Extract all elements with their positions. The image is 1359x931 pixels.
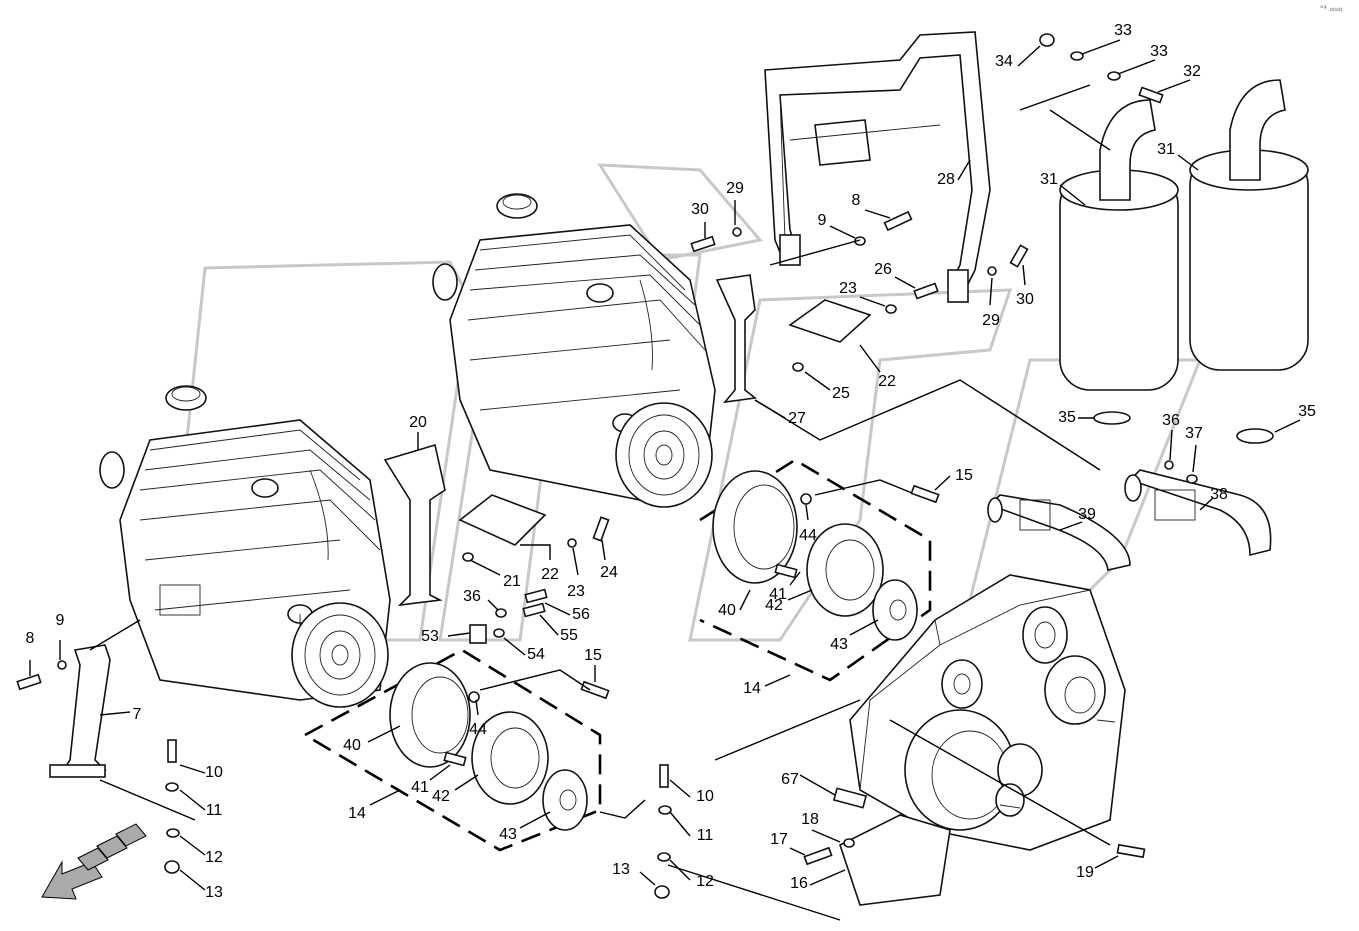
callout-c67: 67	[781, 771, 799, 788]
callout-c29a: 29	[726, 180, 744, 197]
muffler-right	[1189, 79, 1309, 371]
mount-27	[715, 274, 757, 404]
callout-c43a: 43	[499, 826, 517, 843]
callout-c29b: 29	[982, 312, 1000, 329]
callout-c10b: 10	[696, 788, 714, 805]
callout-c33a: 33	[1114, 22, 1132, 39]
callout-c53: 53	[421, 628, 439, 645]
leader-lines	[29, 39, 1301, 921]
callout-c36b: 36	[1162, 412, 1180, 429]
callout-c54: 54	[527, 646, 545, 663]
callout-c31a: 31	[1040, 171, 1058, 188]
callout-c41b: 41	[769, 586, 787, 603]
callout-c44b: 44	[799, 527, 817, 544]
callout-c18: 18	[801, 811, 819, 828]
callout-c17: 17	[770, 831, 788, 848]
callout-c22a: 22	[541, 566, 559, 583]
callout-c43b: 43	[830, 636, 848, 653]
direction-arrow-icon	[41, 823, 147, 900]
callout-c11a: 11	[206, 802, 223, 819]
engine-right	[432, 193, 716, 508]
callout-c21: 21	[503, 573, 521, 590]
callout-c22b: 22	[878, 373, 896, 390]
callout-c8a: 8	[26, 630, 35, 647]
callout-c23a: 23	[567, 583, 585, 600]
callout-c27: 27	[788, 410, 806, 427]
exhaust-pipe-38	[1124, 469, 1272, 557]
coupling-group-upper	[699, 458, 932, 682]
callout-c10a: 10	[205, 764, 223, 781]
callout-c15b: 15	[955, 467, 973, 484]
callout-c7: 7	[133, 706, 142, 723]
callout-c12b: 12	[696, 873, 714, 890]
callout-c42b: 42	[765, 597, 783, 614]
callout-c39: 39	[1078, 506, 1096, 523]
callout-c9a: 9	[56, 612, 65, 629]
callout-c32: 32	[1183, 63, 1201, 80]
callout-c44a: 44	[469, 721, 487, 738]
exhaust-pipe-39	[987, 494, 1131, 571]
callout-c37: 37	[1185, 425, 1203, 442]
corner-mark: °* ∞∞	[1320, 4, 1342, 14]
callout-c13b: 13	[612, 861, 630, 878]
callout-c25: 25	[832, 385, 850, 402]
mount-20	[383, 443, 446, 607]
callout-c34: 34	[995, 53, 1013, 70]
callout-c31b: 31	[1157, 141, 1175, 158]
callout-c33b: 33	[1150, 43, 1168, 60]
callout-c9b: 9	[818, 212, 827, 229]
callout-c28: 28	[937, 171, 955, 188]
callout-c35b: 35	[1298, 403, 1316, 420]
callout-c19: 19	[1076, 864, 1094, 881]
callout-c40a: 40	[343, 737, 361, 754]
callout-c11b: 11	[697, 827, 714, 844]
exhaust-bracket	[764, 31, 991, 303]
callout-c38: 38	[1210, 486, 1228, 503]
muffler-left	[1059, 99, 1179, 391]
callout-c12a: 12	[205, 849, 223, 866]
callout-c24: 24	[600, 564, 618, 581]
callout-c14a: 14	[348, 805, 366, 822]
gearbox	[849, 574, 1126, 851]
callout-c20: 20	[409, 414, 427, 431]
callout-c14b: 14	[743, 680, 761, 697]
callout-c26: 26	[874, 261, 892, 278]
plate-22	[458, 299, 872, 546]
callout-c30a: 30	[691, 201, 709, 218]
callout-c35a: 35	[1058, 409, 1076, 426]
callout-c42a: 42	[432, 788, 450, 805]
callout-c41a: 41	[411, 779, 429, 796]
callout-c30b: 30	[1016, 291, 1034, 308]
callout-c55: 55	[560, 627, 578, 644]
bracket-16	[832, 787, 951, 906]
callout-c15a: 15	[584, 647, 602, 664]
clamps	[1093, 411, 1274, 444]
callout-c8b: 8	[852, 192, 861, 209]
callout-c16: 16	[790, 875, 808, 892]
mount-7	[49, 644, 111, 778]
coupling-group-lower	[304, 648, 602, 852]
callout-c36a: 36	[463, 588, 481, 605]
callout-c23b: 23	[839, 280, 857, 297]
callout-c56: 56	[572, 606, 590, 623]
callout-c40b: 40	[718, 602, 736, 619]
engine-left	[99, 385, 391, 708]
callout-c13a: 13	[205, 884, 223, 901]
hardware	[16, 33, 1198, 899]
